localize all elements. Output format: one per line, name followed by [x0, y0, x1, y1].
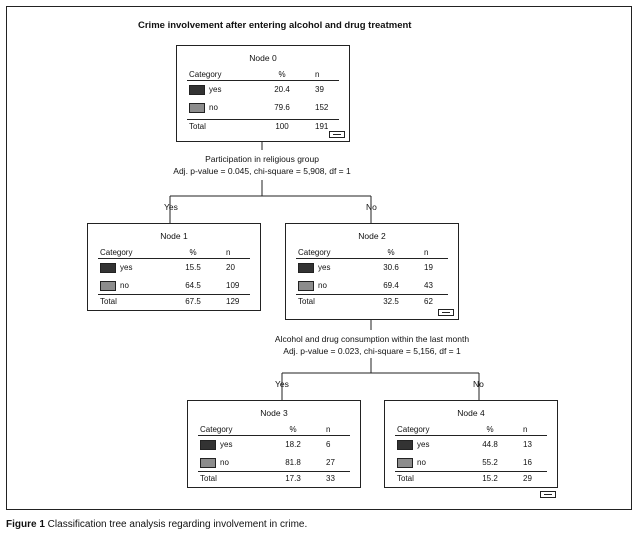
caption-label: Figure 1	[6, 519, 45, 530]
collapse-icon[interactable]	[329, 131, 345, 138]
row-yes: yes 20.4 39	[187, 83, 339, 99]
row-no: no 55.2 16	[395, 456, 547, 472]
split-variable: Participation in religious group	[205, 154, 319, 164]
figure-collapse-icon[interactable]	[540, 491, 556, 498]
split-2-label: Alcohol and drug consumption within the …	[252, 333, 492, 357]
split-1-label: Participation in religious group Adj. p-…	[150, 153, 374, 177]
node-header: Category % n	[296, 246, 448, 259]
row-total: Total 100 191	[187, 119, 339, 136]
branch-label-yes: Yes	[164, 202, 178, 212]
branch-label-no: No	[473, 379, 484, 389]
diagram-title: Crime involvement after entering alcohol…	[138, 20, 412, 31]
branch-label-yes: Yes	[275, 379, 289, 389]
node-id: Node 0	[249, 53, 277, 63]
node-header: Category % n	[187, 68, 339, 81]
split-stats: Adj. p-value = 0.045, chi-square = 5,908…	[173, 166, 351, 176]
split-stats: Adj. p-value = 0.023, chi-square = 5,156…	[283, 346, 461, 356]
branch-label-no: No	[366, 202, 377, 212]
row-no: no 64.5 109	[98, 279, 250, 295]
yes-swatch	[100, 263, 116, 273]
row-total: Total 32.5 62	[296, 294, 448, 311]
node-id: Node 2	[358, 231, 386, 241]
row-yes: yes 18.2 6	[198, 438, 350, 454]
row-yes: yes 30.6 19	[296, 261, 448, 277]
row-total: Total 17.3 33	[198, 471, 350, 488]
figure-frame	[6, 6, 632, 510]
node-header: Category % n	[98, 246, 250, 259]
collapse-icon[interactable]	[438, 309, 454, 316]
no-swatch	[200, 458, 216, 468]
no-swatch	[100, 281, 116, 291]
node-header: Category % n	[198, 423, 350, 436]
row-total: Total 15.2 29	[395, 471, 547, 488]
node-3: Node 3 Category % n yes 18.2 6 no 81.8 2…	[187, 400, 361, 488]
node-0: Node 0 Category % n yes 20.4 39 no 79.6 …	[176, 45, 350, 142]
row-yes: yes 44.8 13	[395, 438, 547, 454]
yes-swatch	[200, 440, 216, 450]
split-variable: Alcohol and drug consumption within the …	[274, 334, 470, 344]
yes-swatch	[189, 85, 205, 95]
row-no: no 81.8 27	[198, 456, 350, 472]
node-header: Category % n	[395, 423, 547, 436]
node-id: Node 3	[260, 408, 288, 418]
node-4: Node 4 Category % n yes 44.8 13 no 55.2 …	[384, 400, 558, 488]
no-swatch	[298, 281, 314, 291]
no-swatch	[397, 458, 413, 468]
yes-swatch	[298, 263, 314, 273]
node-1: Node 1 Category % n yes 15.5 20 no 64.5 …	[87, 223, 261, 311]
node-id: Node 4	[457, 408, 485, 418]
row-no: no 79.6 152	[187, 101, 339, 117]
node-2: Node 2 Category % n yes 30.6 19 no 69.4 …	[285, 223, 459, 320]
yes-swatch	[397, 440, 413, 450]
row-total: Total 67.5 129	[98, 294, 250, 311]
caption-text: Classification tree analysis regarding i…	[44, 519, 308, 530]
row-no: no 69.4 43	[296, 279, 448, 295]
figure-caption: Figure 1 Classification tree analysis re…	[6, 519, 307, 530]
node-id: Node 1	[160, 231, 188, 241]
no-swatch	[189, 103, 205, 113]
row-yes: yes 15.5 20	[98, 261, 250, 277]
